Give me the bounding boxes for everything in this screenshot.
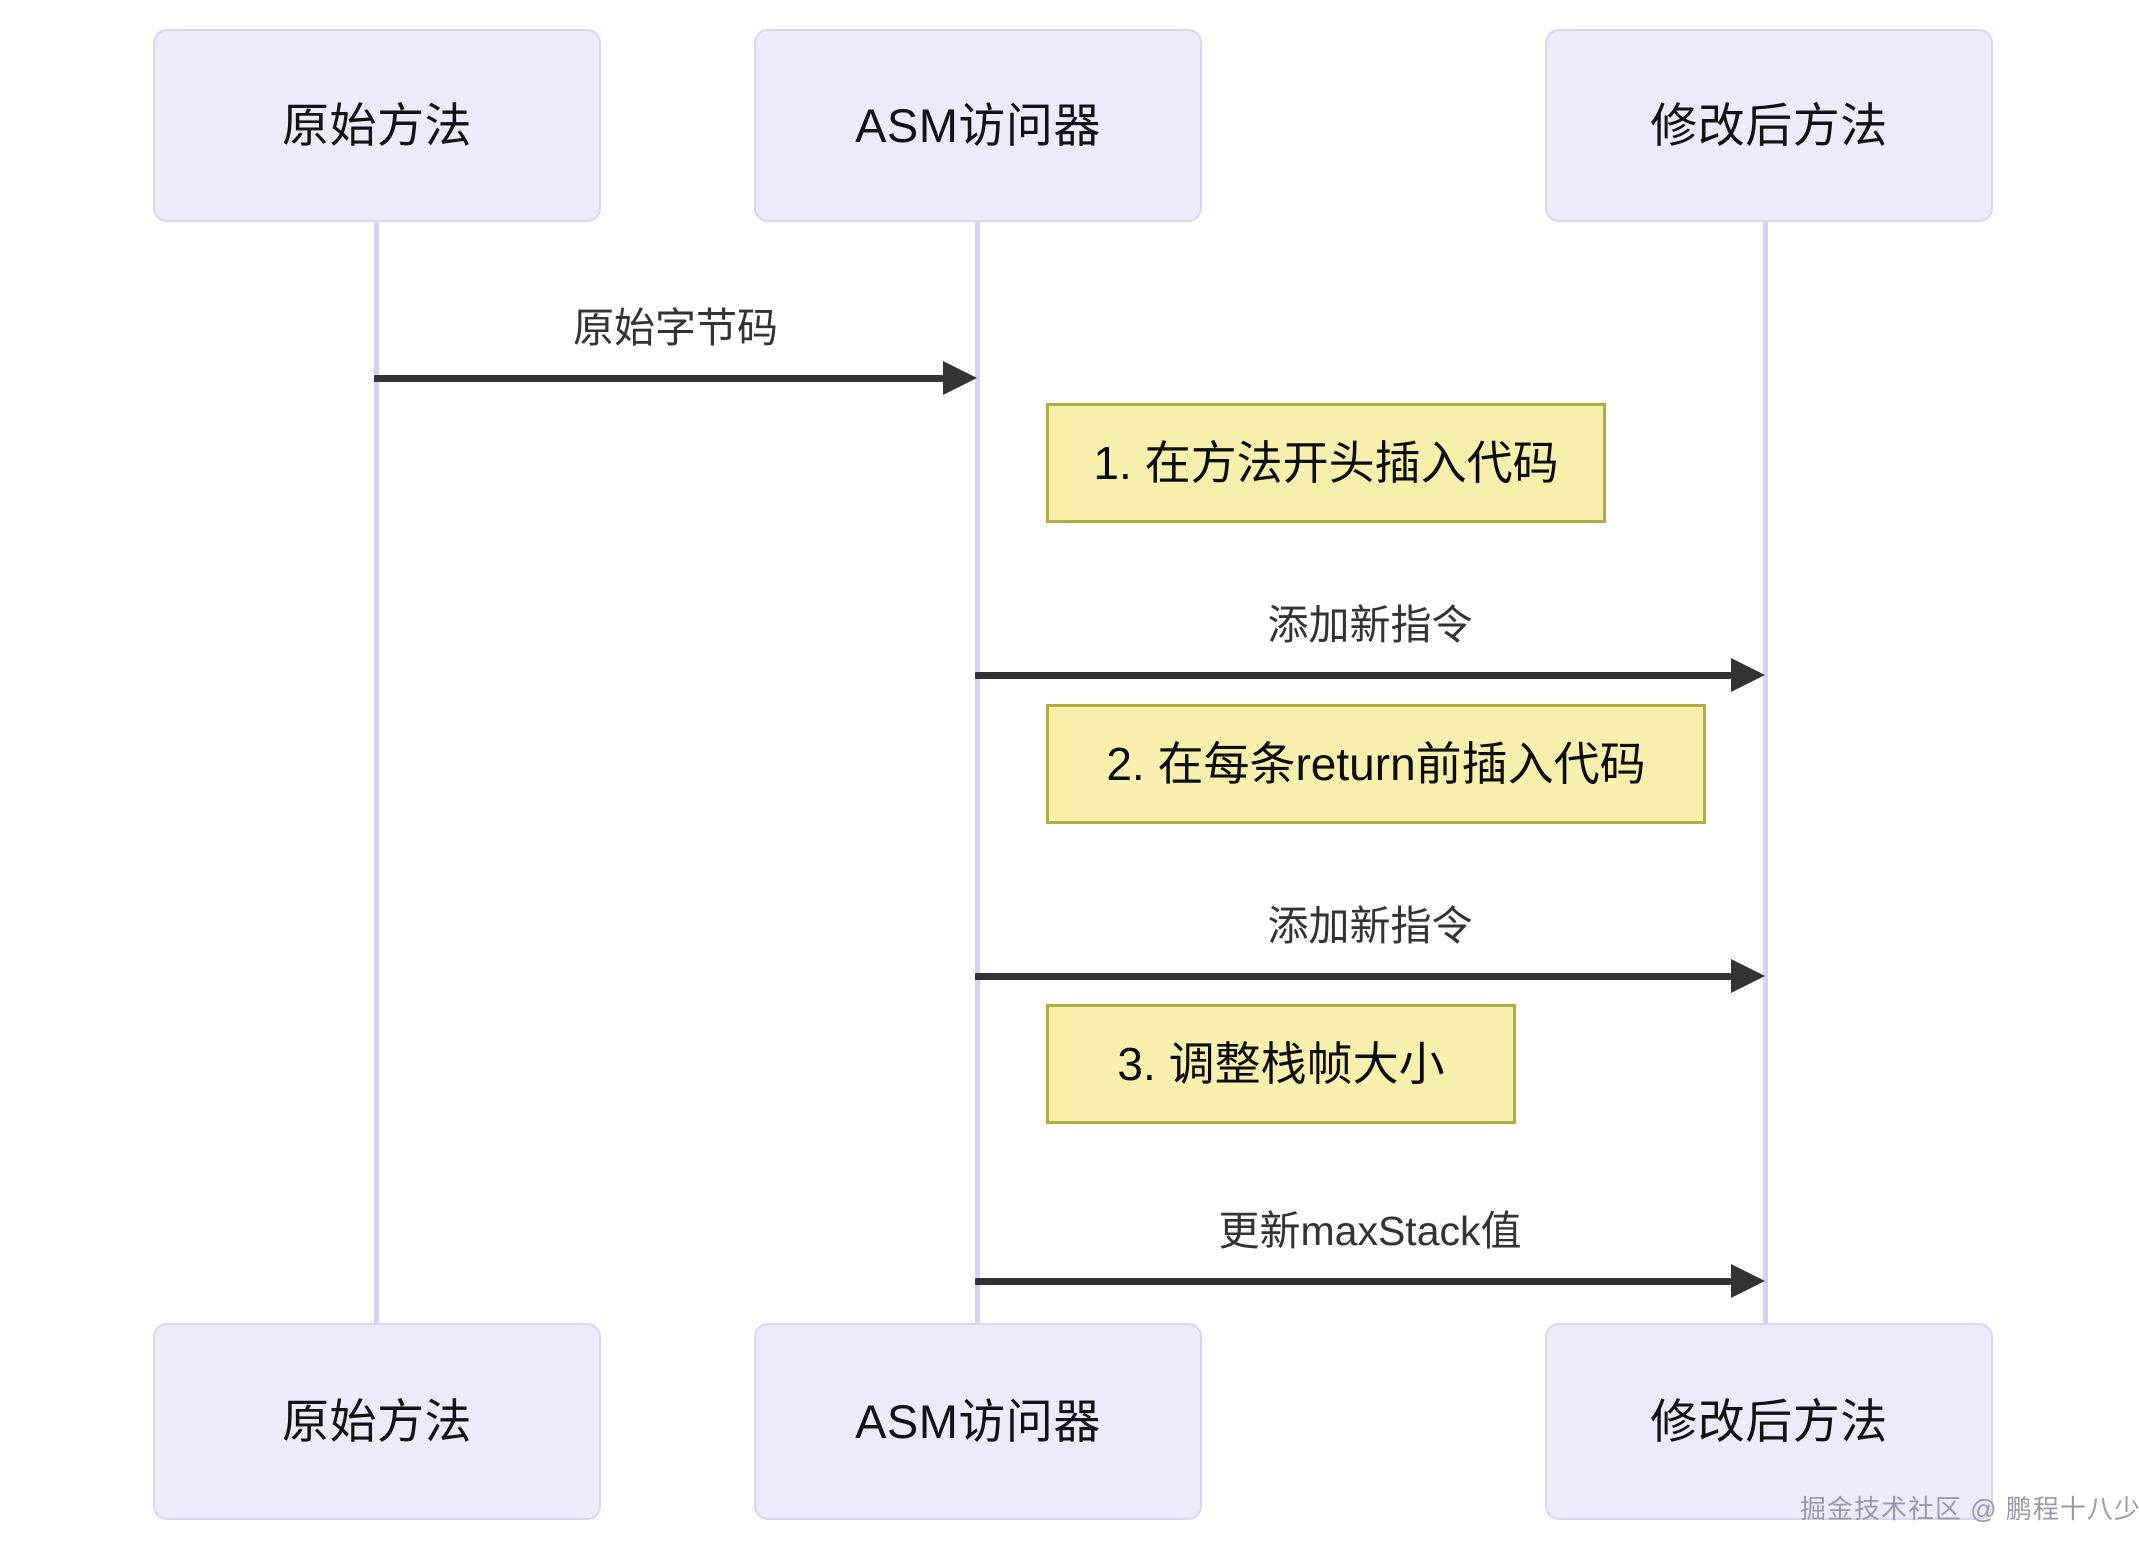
message-label: 添加新指令 [1267, 602, 1473, 648]
participant-label-original-top: 原始方法 [282, 99, 472, 152]
message-line [975, 973, 1731, 980]
arrowhead-icon [1731, 658, 1765, 692]
participant-box-modified-top[interactable]: 修改后方法 [1545, 29, 1993, 222]
lifeline-modified [1763, 222, 1768, 1323]
message-line [975, 1278, 1731, 1285]
message-label: 更新maxStack值 [1218, 1208, 1522, 1254]
note-step-1[interactable]: 1. 在方法开头插入代码 [1046, 403, 1606, 523]
note-label: 1. 在方法开头插入代码 [1093, 437, 1559, 489]
participant-box-original-bottom[interactable]: 原始方法 [153, 1323, 601, 1520]
lifeline-asm [975, 222, 980, 1323]
participant-label-modified-top: 修改后方法 [1650, 99, 1888, 152]
message-line [975, 672, 1731, 679]
message-label: 原始字节码 [573, 305, 778, 351]
note-label: 2. 在每条return前插入代码 [1106, 738, 1646, 790]
note-step-2[interactable]: 2. 在每条return前插入代码 [1046, 704, 1706, 824]
participant-label-modified-bottom: 修改后方法 [1650, 1395, 1888, 1448]
participant-box-modified-bottom[interactable]: 修改后方法 [1545, 1323, 1993, 1520]
note-step-3[interactable]: 3. 调整栈帧大小 [1046, 1004, 1516, 1124]
participant-box-original-top[interactable]: 原始方法 [153, 29, 601, 222]
note-label: 3. 调整栈帧大小 [1117, 1038, 1445, 1090]
participant-box-asm-bottom[interactable]: ASM访问器 [754, 1323, 1202, 1520]
participant-label-asm-bottom: ASM访问器 [855, 1395, 1101, 1448]
participant-label-original-bottom: 原始方法 [282, 1395, 472, 1448]
message-label: 添加新指令 [1267, 903, 1473, 949]
arrowhead-icon [1731, 959, 1765, 993]
arrowhead-icon [943, 361, 977, 395]
arrowhead-icon [1731, 1264, 1765, 1298]
message-line [374, 375, 943, 382]
participant-box-asm-top[interactable]: ASM访问器 [754, 29, 1202, 222]
lifeline-original [374, 222, 379, 1323]
watermark: 掘金技术社区 @ 鹏程十八少 [1800, 1494, 2139, 1524]
participant-label-asm-top: ASM访问器 [855, 99, 1101, 152]
